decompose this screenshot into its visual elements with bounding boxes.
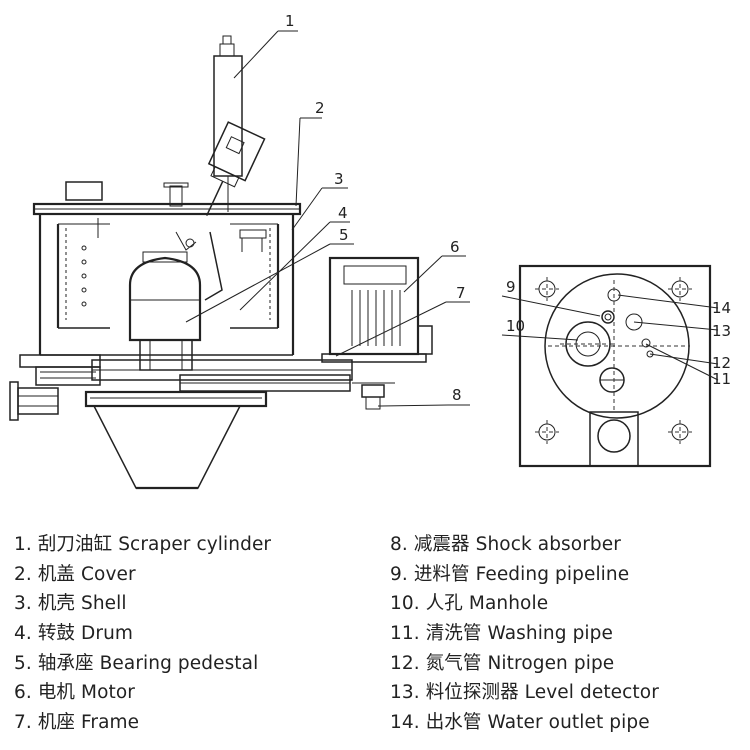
side-view [9, 35, 433, 490]
legend-item-9: 9. 进料管 Feeding pipeline [390, 563, 630, 585]
legend-item-5: 5. 轴承座 Bearing pedestal [14, 652, 259, 674]
callout-11: 11 [712, 370, 731, 388]
drum [56, 218, 280, 329]
callout-12: 12 [712, 354, 731, 372]
discharge-hopper [93, 405, 241, 490]
bearing-pedestal [128, 251, 202, 371]
callout-13: 13 [712, 322, 731, 340]
scraper-cylinder [213, 35, 243, 212]
side-outlet-pipe [9, 381, 59, 421]
callout-7: 7 [456, 284, 466, 302]
legend-item-4: 4. 转鼓 Drum [14, 623, 134, 645]
motor [321, 256, 433, 363]
top-view-small-ports [548, 280, 690, 410]
legend-item-1: 1. 刮刀油缸 Scraper cylinder [14, 534, 272, 555]
callout-14: 14 [712, 299, 731, 317]
callout-5: 5 [339, 226, 349, 244]
callout-6: 6 [450, 238, 460, 256]
scraper-actuator [206, 121, 266, 217]
top-view-lower-port [599, 367, 625, 393]
callout-3: 3 [334, 170, 344, 188]
centrifuge-diagram: 1 2 3 4 5 6 7 8 9 10 11 12 13 14 [9, 12, 731, 490]
legend-item-13: 13. 料位探测器 Level detector [390, 682, 659, 704]
scraper-linkage [175, 231, 223, 301]
legend-item-2: 2. 机盖 Cover [14, 563, 136, 585]
legend-item-7: 7. 机座 Frame [14, 712, 140, 734]
legend-item-11: 11. 清洗管 Washing pipe [390, 623, 613, 645]
legend-column-right: 8. 减震器 Shock absorber 9. 进料管 Feeding pip… [390, 530, 659, 738]
legend-item-10: 10. 人孔 Manhole [390, 593, 549, 615]
callout-2: 2 [315, 99, 325, 117]
top-view [518, 264, 712, 468]
corner-bolt-holes [535, 277, 692, 444]
legend-item-6: 6. 电机 Motor [14, 682, 135, 704]
callout-1: 1 [285, 12, 295, 30]
callout-9: 9 [506, 278, 516, 296]
frame [19, 354, 353, 408]
top-view-manhole [560, 321, 616, 367]
legend-item-12: 12. 氮气管 Nitrogen pipe [390, 652, 615, 674]
leader-lines [185, 30, 719, 407]
feed-nozzle [163, 182, 189, 207]
callout-10: 10 [506, 317, 525, 335]
shock-absorber [352, 382, 395, 410]
legend-item-3: 3. 机壳 Shell [14, 593, 127, 615]
legend-item-14: 14. 出水管 Water outlet pipe [390, 712, 650, 734]
top-view-outlet-port [589, 411, 639, 467]
callout-4: 4 [338, 204, 348, 222]
top-cover-box [65, 181, 103, 201]
callout-8: 8 [452, 386, 462, 404]
parts-legend: 1. 刮刀油缸 Scraper cylinder 2. 机盖 Cover 3. … [0, 530, 750, 745]
cover [32, 202, 302, 216]
legend-column-left: 1. 刮刀油缸 Scraper cylinder 2. 机盖 Cover 3. … [14, 530, 271, 738]
legend-item-8: 8. 减震器 Shock absorber [390, 534, 621, 555]
